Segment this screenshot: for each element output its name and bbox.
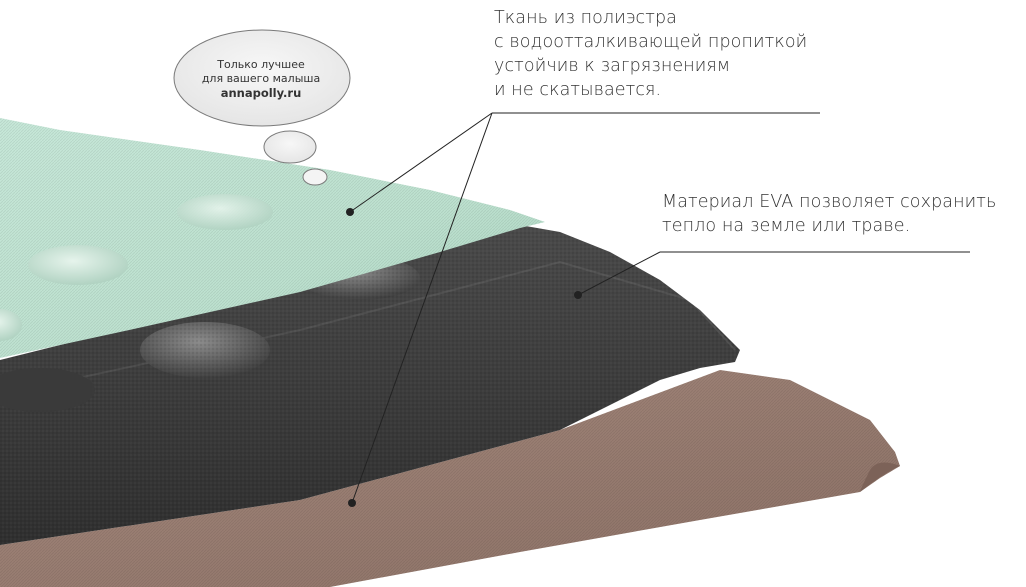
eva-caption-line: Материал EVA позволяет сохранить	[662, 192, 997, 212]
fabric-caption: Ткань из полиэстра с водоотталкивающей п…	[494, 6, 807, 102]
fabric-caption-line: Ткань из полиэстра	[494, 8, 677, 28]
fabric-layer	[0, 118, 545, 358]
leader-lines	[349, 112, 970, 504]
bubble-line: для вашего малыша	[201, 72, 321, 85]
eva-caption: Материал EVA позволяет сохранить тепло н…	[662, 190, 996, 238]
base-layer	[0, 370, 900, 587]
thought-cloud	[173, 29, 351, 186]
fabric-caption-line: с водоотталкивающей пропиткой	[494, 32, 808, 52]
thought-cloud-text: Только лучшее для вашего малыша annapoll…	[176, 58, 346, 100]
fabric-caption-line: и не скатывается.	[494, 80, 662, 100]
foam-layer	[0, 225, 740, 545]
site-name: annapolly.ru	[220, 86, 302, 100]
eva-caption-line: тепло на земле или траве.	[662, 216, 911, 236]
leader-dots	[346, 208, 582, 507]
fabric-caption-line: устойчив к загрязнениям	[494, 56, 731, 76]
bubble-line: Только лучшее	[217, 58, 305, 71]
